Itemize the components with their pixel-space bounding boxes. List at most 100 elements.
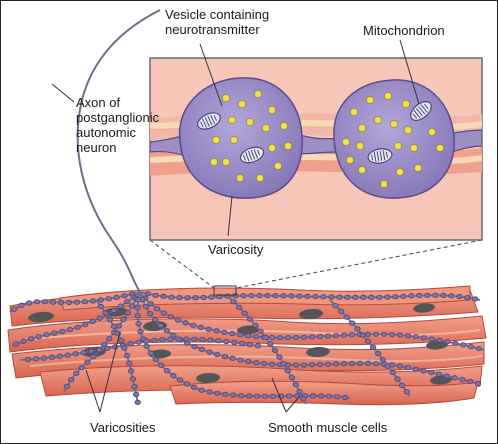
axon-varicosity-bead (354, 326, 361, 332)
axon-varicosity-bead (269, 393, 277, 399)
inset-panel (149, 57, 483, 241)
axon-varicosity-bead (300, 396, 307, 402)
axon-varicosity-bead (97, 297, 104, 303)
label-axon-line2: postganglionic (76, 110, 160, 125)
axon-varicosity-bead (296, 388, 303, 395)
axon-varicosity-bead (176, 294, 183, 301)
label-mitochondrion: Mitochondrion (363, 23, 445, 38)
axon-varicosity-bead (135, 297, 142, 303)
axon-varicosity-beads (11, 291, 482, 405)
axon-varicosity-bead (206, 389, 213, 395)
vesicle-dot (274, 162, 282, 170)
nucleus (237, 325, 259, 335)
axon-varicosity-bead (137, 328, 144, 335)
axon-varicosity-bead (170, 332, 177, 338)
axon-varicosity-bead (110, 323, 118, 329)
vesicle-dot (410, 144, 418, 152)
axon-varicosity-bead (352, 294, 359, 300)
axon-varicosity-bead (221, 391, 229, 397)
axon-varicosity-bead (127, 341, 134, 347)
axon-varicosity-bead (262, 334, 269, 341)
axon-varicosity-bead (183, 336, 190, 342)
axon-varicosity-bead (240, 293, 247, 299)
axon-varicosity-bead (131, 384, 138, 390)
axon-varicosity-bead (404, 364, 411, 371)
axon-varicosity-bead (229, 355, 236, 361)
axon-varicosity-bead (231, 339, 238, 346)
zoom-source-box (213, 285, 237, 296)
vesicle-dot (394, 142, 402, 150)
nucleus (196, 372, 220, 384)
axon-varicosity-bead (197, 324, 205, 331)
axon-varicosity-bead (206, 349, 213, 355)
axon-varicosity-bead (205, 326, 212, 332)
axon-varicosity-bead (372, 361, 380, 367)
axon-varicosity-bead (404, 333, 412, 339)
axon-varicosity-bead (380, 331, 388, 337)
axon-varicosity-bead (271, 347, 279, 353)
axon-varicosity-bead (183, 340, 191, 346)
axon-varicosity-bead (143, 338, 150, 344)
axon-varicosity-bead (253, 360, 260, 366)
axon-varicosity-bead (147, 301, 154, 307)
mitochondrion (367, 148, 393, 164)
label-axon-line3: autonomic (76, 125, 136, 140)
axon-varicosity-bead (97, 303, 104, 309)
axon-varicosity-bead (66, 326, 74, 333)
axon-varicosity-bead (372, 331, 380, 337)
axon-varicosity-bead (124, 299, 131, 305)
vesicle-dot (280, 122, 288, 130)
axon-varicosity-bead (24, 356, 32, 363)
nucleus (28, 311, 54, 323)
mitochondrion (410, 101, 432, 121)
axon-varicosity-bead (343, 314, 350, 320)
axon-varicosity-bead (134, 399, 141, 405)
axon-varicosity-bead (432, 292, 439, 298)
axon-varicosity-bead (25, 300, 33, 306)
axon-varicosity-bead (420, 335, 427, 341)
axon-varicosity-bead (89, 298, 97, 304)
axon-varicosity-bead (151, 317, 159, 323)
axon-varicosity-bead (284, 335, 292, 341)
axon-varicosity-bead (328, 294, 335, 300)
axon-varicosity-bead (142, 304, 150, 310)
axon-varicosity-bead (65, 299, 73, 306)
axon-varicosity-bead (253, 393, 261, 399)
vesicle-dot (396, 168, 404, 176)
axon-varicosity-bead (198, 346, 206, 353)
vesicle-dot (436, 144, 444, 152)
axon-varicosity-bead (309, 393, 317, 399)
nucleus (306, 346, 330, 358)
axon-varicosity-bead (444, 339, 451, 345)
axon-varicosity-bead (412, 366, 419, 372)
axon-varicosity-bead (364, 360, 372, 366)
vesicle-dot (254, 90, 262, 98)
axon-varicosity-bead (308, 362, 316, 368)
axon-varicosity-bead (280, 293, 287, 299)
axon-varicosity-bead (129, 376, 136, 382)
axon-varicosity-bead (103, 345, 111, 351)
vesicle-dot (236, 174, 244, 182)
axon-varicosity-bead (200, 294, 207, 301)
axon-varicosity-bead (170, 372, 177, 379)
axon-varicosity-bead (176, 377, 184, 383)
axon-varicosity-bead (40, 355, 48, 361)
axon-varicosity-bead (167, 336, 174, 342)
axon-varicosity-bead (369, 344, 377, 350)
axon-varicosity-bead (325, 393, 333, 399)
axon-varicosity-bead (128, 303, 136, 309)
axon-varicosity-bead (344, 294, 351, 300)
vesicle-dot (356, 142, 364, 150)
label-axon-line4: neuron (76, 140, 117, 155)
axon-varicosity-bead (96, 347, 103, 353)
vesicle-dot (246, 118, 254, 126)
vesicle-dot (262, 124, 270, 132)
axon-varicosity-bead (72, 370, 80, 376)
axon-varicosity-bead (43, 332, 50, 338)
vesicle-dot (222, 94, 230, 102)
vesicle-dot (402, 100, 410, 108)
axon-varicosity-bead (316, 333, 324, 340)
varicosity-right (333, 79, 455, 199)
vesicle-dot (384, 92, 392, 100)
axon-varicosity-bead (105, 336, 113, 342)
